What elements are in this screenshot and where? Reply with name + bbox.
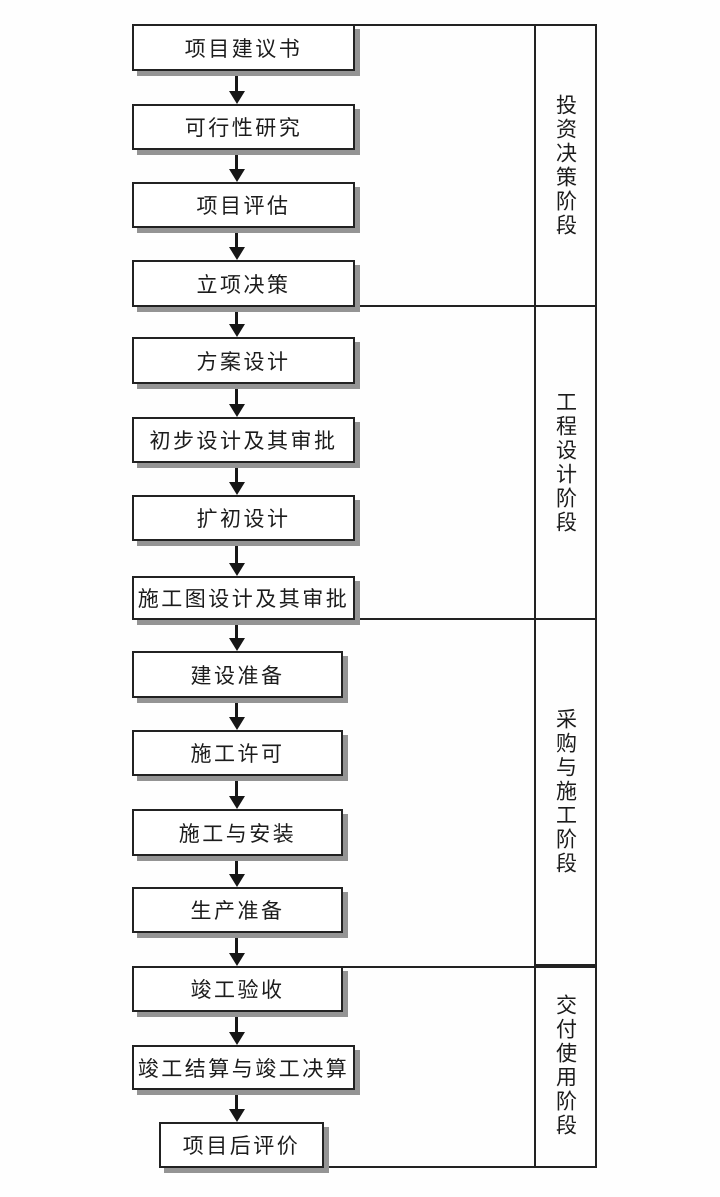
arrow-shaft bbox=[235, 307, 238, 326]
step-construction-and-installation: 施工与安装 bbox=[132, 809, 343, 856]
arrow-down-icon bbox=[229, 228, 245, 260]
arrow-head bbox=[229, 563, 245, 576]
step-scheme-design: 方案设计 bbox=[132, 337, 355, 384]
arrow-head bbox=[229, 717, 245, 730]
phase-label: 投资决策阶段 bbox=[553, 93, 578, 238]
arrow-head bbox=[229, 482, 245, 495]
arrow-down-icon bbox=[229, 71, 245, 104]
phase-divider-line-top bbox=[353, 24, 597, 26]
arrow-head bbox=[229, 91, 245, 104]
arrow-shaft bbox=[235, 71, 238, 93]
arrow-shaft bbox=[235, 776, 238, 798]
arrow-shaft bbox=[235, 463, 238, 484]
step-construction-preparation: 建设准备 bbox=[132, 651, 343, 698]
phase-procurement-construction: 采购与施工阶段 bbox=[536, 620, 595, 966]
arrow-shaft bbox=[235, 620, 238, 640]
phase-divider-line-1 bbox=[353, 305, 597, 307]
arrow-shaft bbox=[235, 1012, 238, 1034]
phase-divider-line-bottom bbox=[322, 1166, 597, 1168]
arrow-head bbox=[229, 169, 245, 182]
arrow-shaft bbox=[235, 150, 238, 171]
arrow-shaft bbox=[235, 541, 238, 565]
phase-divider-line-3 bbox=[341, 966, 597, 968]
arrow-down-icon bbox=[229, 856, 245, 887]
step-completion-settlement-final-accounts: 竣工结算与竣工决算 bbox=[132, 1045, 355, 1090]
arrow-down-icon bbox=[229, 541, 245, 576]
step-project-approval-decision: 立项决策 bbox=[132, 260, 355, 307]
arrow-head bbox=[229, 247, 245, 260]
step-project-proposal: 项目建议书 bbox=[132, 24, 355, 71]
step-expanded-preliminary-design: 扩初设计 bbox=[132, 495, 355, 541]
arrow-head bbox=[229, 1109, 245, 1122]
arrow-shaft bbox=[235, 698, 238, 719]
arrow-shaft bbox=[235, 1090, 238, 1111]
arrow-down-icon bbox=[229, 150, 245, 182]
phase-column: 投资决策阶段 工程设计阶段 采购与施工阶段 交付使用阶段 bbox=[534, 24, 597, 1168]
arrow-head bbox=[229, 874, 245, 887]
arrow-head bbox=[229, 324, 245, 337]
step-production-preparation: 生产准备 bbox=[132, 887, 343, 933]
arrow-head bbox=[229, 404, 245, 417]
arrow-down-icon bbox=[229, 307, 245, 337]
arrow-shaft bbox=[235, 856, 238, 876]
phase-divider-line-2 bbox=[353, 618, 597, 620]
step-construction-drawing-design-approval: 施工图设计及其审批 bbox=[132, 576, 355, 620]
step-construction-permit: 施工许可 bbox=[132, 730, 343, 776]
step-project-evaluation: 项目评估 bbox=[132, 182, 355, 228]
arrow-shaft bbox=[235, 933, 238, 955]
phase-label: 工程设计阶段 bbox=[553, 390, 578, 535]
step-preliminary-design-approval: 初步设计及其审批 bbox=[132, 417, 355, 463]
arrow-head bbox=[229, 953, 245, 966]
phase-engineering-design: 工程设计阶段 bbox=[536, 307, 595, 620]
step-completion-acceptance: 竣工验收 bbox=[132, 966, 343, 1012]
arrow-down-icon bbox=[229, 620, 245, 651]
arrow-head bbox=[229, 1032, 245, 1045]
arrow-down-icon bbox=[229, 1012, 245, 1045]
step-feasibility-study: 可行性研究 bbox=[132, 104, 355, 150]
arrow-down-icon bbox=[229, 1090, 245, 1122]
arrow-down-icon bbox=[229, 698, 245, 730]
arrow-head bbox=[229, 796, 245, 809]
phase-investment-decision: 投资决策阶段 bbox=[536, 26, 595, 307]
phase-label: 交付使用阶段 bbox=[553, 994, 578, 1138]
arrow-down-icon bbox=[229, 933, 245, 966]
step-post-project-evaluation: 项目后评价 bbox=[159, 1122, 324, 1168]
arrow-down-icon bbox=[229, 384, 245, 417]
arrow-head bbox=[229, 638, 245, 651]
arrow-shaft bbox=[235, 384, 238, 406]
phase-label: 采购与施工阶段 bbox=[553, 708, 578, 876]
arrow-shaft bbox=[235, 228, 238, 249]
arrow-down-icon bbox=[229, 776, 245, 809]
phase-delivery-use: 交付使用阶段 bbox=[536, 966, 595, 1166]
arrow-down-icon bbox=[229, 463, 245, 495]
